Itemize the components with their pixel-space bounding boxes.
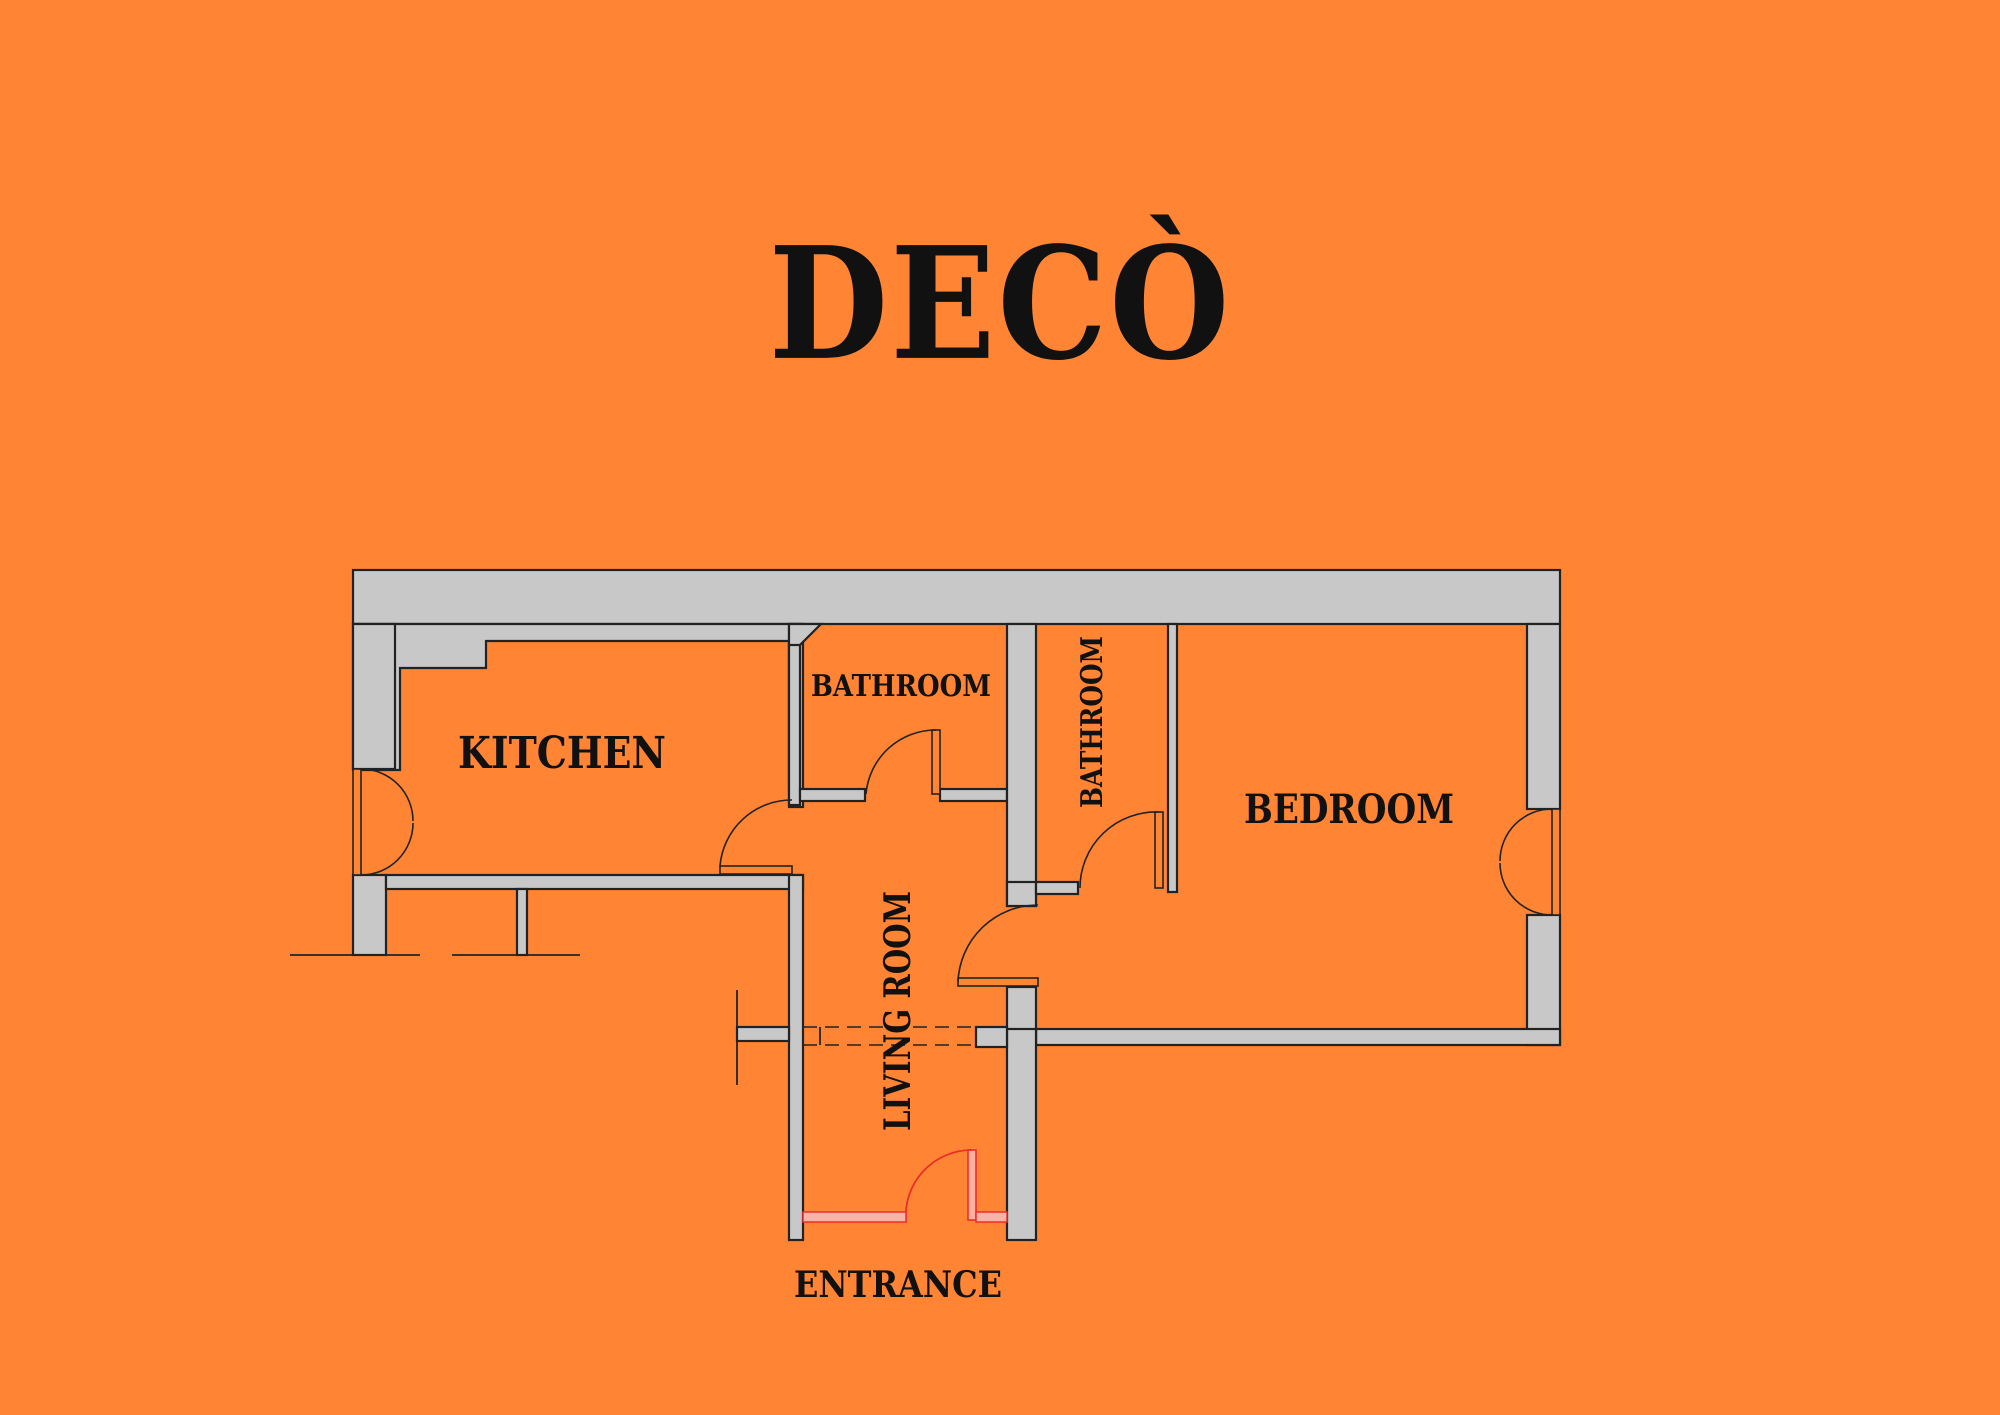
bathroom2-bottom-wall [1034,880,1080,896]
left-wall-upper [351,622,397,771]
bedroom-bottom-wall [1034,1027,1562,1047]
kitchen-window-arc-bottom [360,822,414,876]
bedroom-window-frame [1551,808,1561,916]
entrance-door-arc [904,1149,973,1223]
bathroom2-door-leaf [1154,811,1164,889]
bathroom2-door-arc [1079,811,1160,889]
bathroom2-label: BATHROOM [1075,636,1110,808]
entrance-door-leaf [967,1149,977,1221]
kitchen-door-leaf [719,865,793,875]
kitchen-window-arc-top [360,768,414,822]
kitchen-label: KITCHEN [458,728,666,779]
living-room-label: LIVING ROOM [877,891,919,1131]
living-right-stub [974,1025,1009,1049]
top-wall [351,568,1562,626]
living-left-wall [787,873,805,1242]
bathroom1-label: BATHROOM [811,669,991,704]
left-wall-lower [351,873,388,957]
kitchen-bottom-wall [384,873,805,891]
bedroom-door-arc [957,904,1039,983]
bedroom-label: BEDROOM [1244,786,1454,833]
bedroom-right-wall-lower [1525,913,1562,1047]
kitchen-door-arc [719,799,793,867]
kitchen-window-frame [352,768,362,876]
bedroom-window-arc-top [1499,808,1553,862]
entrance-label: ENTRANCE [794,1264,1002,1306]
bathroom1-bottom-right [938,787,1009,803]
bedroom-door-leaf [957,977,1039,987]
bathroom1-door-leaf [931,729,941,795]
central-wall-connector [1005,880,1038,908]
bedroom-window-arc-bottom [1499,862,1553,916]
bathroom1-bottom-left [798,787,867,803]
central-wall-upper [1005,622,1038,908]
living-right-wall [1005,1027,1038,1242]
storage-partition [515,887,529,957]
page-title: DECÒ [768,212,1232,395]
entrance-sill-right [975,1211,1008,1223]
living-left-stub [735,1025,791,1043]
bedroom-right-wall-upper [1525,622,1562,811]
bathroom1-left-wall-b [787,643,802,807]
entrance-sill-left [802,1211,907,1223]
bathroom2-right-wall [1166,622,1179,894]
bathroom1-door-arc [865,729,937,795]
